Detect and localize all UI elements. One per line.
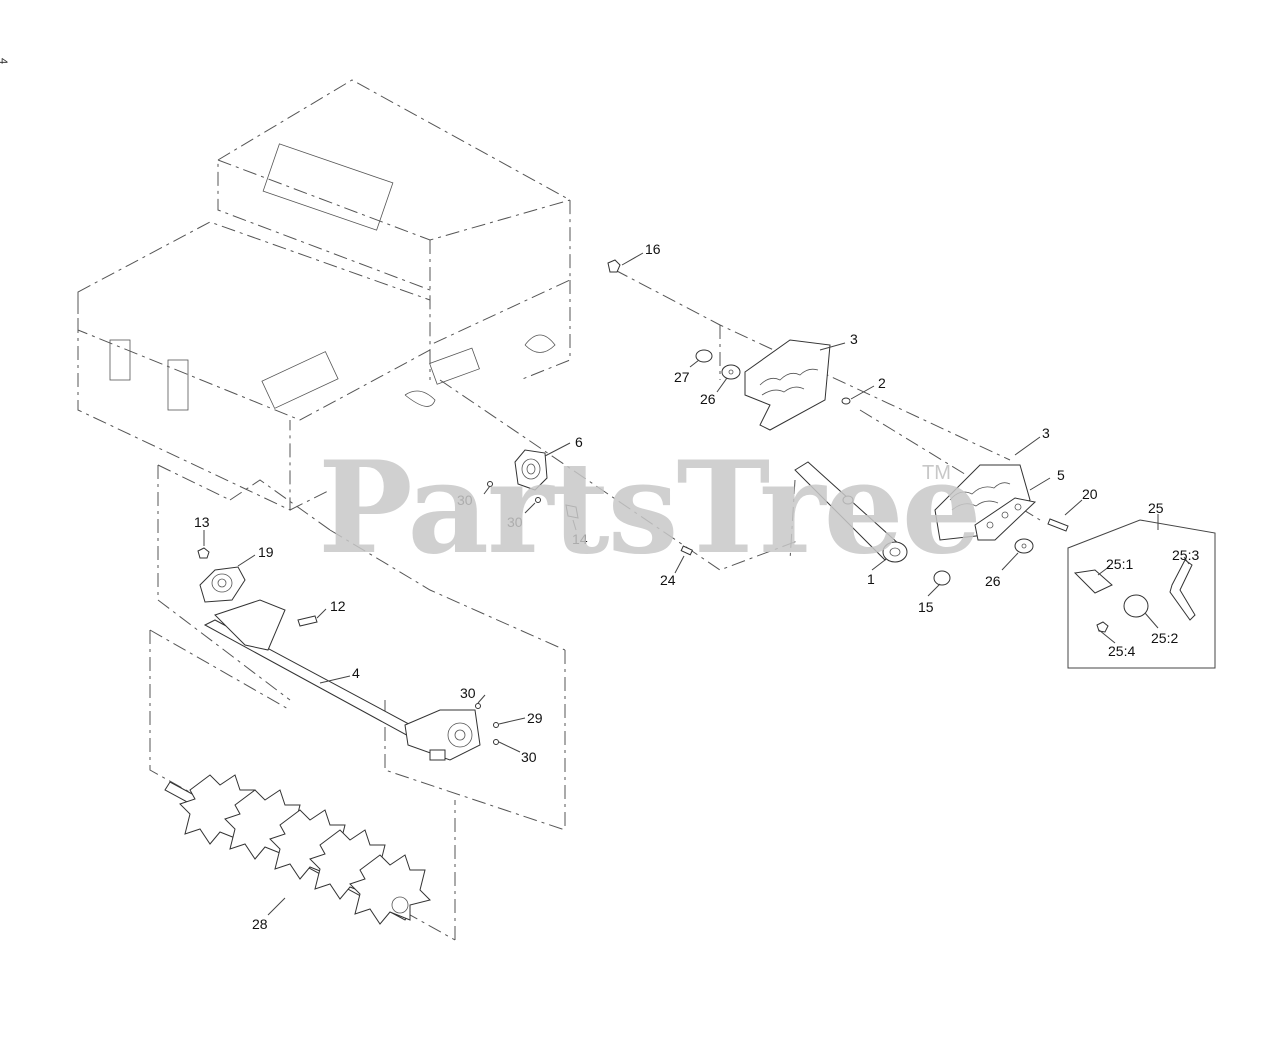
callout-25: 25 [1148,500,1164,516]
callout-19: 19 [258,544,274,560]
callout-25-4: 25:4 [1108,643,1135,659]
callout-15: 15 [918,599,934,615]
callout-26-right: 26 [985,573,1001,589]
callout-30-d: 30 [521,749,537,765]
callout-30-b: 30 [507,514,523,530]
part-14-screw [565,504,579,519]
watermark-logo: PartsTree [318,434,982,582]
watermark-trademark: TM [922,462,951,484]
callout-30-c: 30 [460,685,476,701]
callout-25-1: 25:1 [1106,556,1133,572]
part-20-bolt [1047,518,1069,532]
callout-6: 6 [575,434,583,450]
part-3-side-plate-left [744,339,831,431]
callout-2: 2 [878,375,886,391]
part-12-bolt [297,615,318,627]
part-28-tine-rotor [164,774,431,925]
callout-5: 5 [1057,467,1065,483]
part-13-nut [197,547,210,559]
machine-housing [77,79,571,511]
part-30-screw-d [493,739,499,745]
leader-lines [203,252,1190,916]
part-15-knob [933,570,951,586]
callout-3-right: 3 [1042,425,1050,441]
page-corner-mark: 4 [0,58,9,64]
callout-labels: 16 3 27 26 2 3 6 5 20 30 30 14 13 19 24 … [194,241,1199,932]
callout-29: 29 [527,710,543,726]
part-2-fastener [841,397,851,405]
callout-20: 20 [1082,486,1098,502]
part-29-fitting [493,722,499,728]
callout-16: 16 [645,241,661,257]
callout-25-2: 25:2 [1151,630,1178,646]
callout-4: 4 [352,665,360,681]
part-27-bushing [695,349,713,363]
part-19-bearing-flange [199,566,246,603]
subassembly-25-box [1067,514,1216,669]
part-4-shaft [203,599,481,761]
part-16-nut [607,259,621,273]
callout-28: 28 [252,916,268,932]
callout-13: 13 [194,514,210,530]
part-30-screw-c [475,703,481,709]
part-3-side-plate-right [934,464,1031,541]
part-26-washer-right [1014,538,1034,554]
part-1-lever-handle [794,461,908,563]
part-5-bracket [974,497,1037,541]
callout-25-3: 25:3 [1172,547,1199,563]
callout-14: 14 [572,531,588,547]
part-26-washer-left [721,364,741,380]
part-6-bearing-flange [514,449,548,491]
part-24-key [680,545,694,556]
callout-30-a: 30 [457,492,473,508]
callout-26-left: 26 [700,391,716,407]
callout-1: 1 [867,571,875,587]
part-30-set-screw-b [535,497,541,503]
callout-27: 27 [674,369,690,385]
callout-12: 12 [330,598,346,614]
callout-24: 24 [660,572,676,588]
callout-3-left: 3 [850,331,858,347]
